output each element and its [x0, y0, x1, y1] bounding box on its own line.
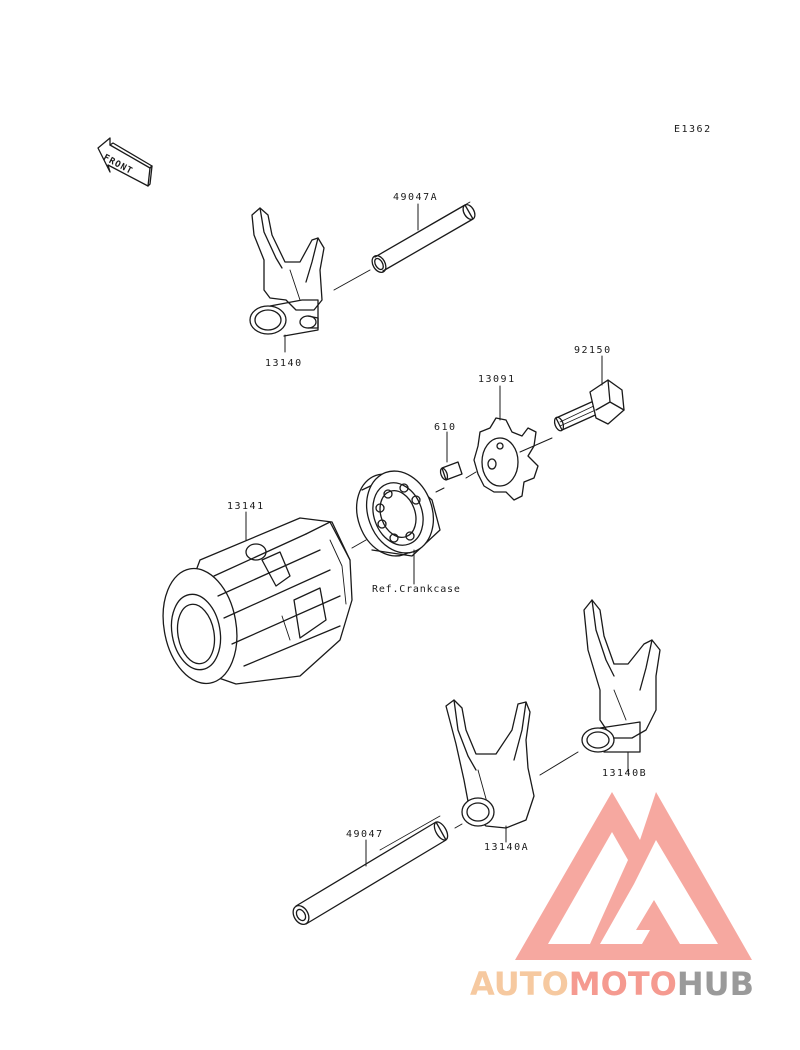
automotohub-logo-icon: [515, 792, 752, 960]
watermark-moto: MOTO: [568, 965, 677, 1003]
pin-610: [439, 461, 463, 481]
part-label-92150: 92150: [574, 345, 612, 356]
bolt-92150: [553, 379, 625, 432]
part-label-13140b: 13140B: [602, 768, 648, 779]
bearing: [356, 470, 441, 557]
watermark-hub: HUB: [676, 965, 755, 1003]
part-label-13091: 13091: [478, 374, 516, 385]
shift-drum-13141: [162, 517, 353, 685]
shift-rod-49047a: [371, 201, 476, 274]
part-label-13141: 13141: [227, 501, 265, 512]
shift-drum-plate-13091: [473, 417, 539, 501]
part-label-13140: 13140: [265, 358, 303, 369]
watermark: AUTOMOTOHUB: [470, 965, 754, 1003]
part-label-ref-crankcase: Ref.Crankcase: [372, 584, 461, 595]
diagram-code: E1362: [674, 124, 712, 135]
part-label-610: 610: [434, 422, 457, 433]
shift-fork-13140a: [445, 699, 535, 829]
shift-fork-13140: [249, 207, 325, 337]
front-arrow-icon: [97, 137, 153, 187]
part-label-13140a: 13140A: [484, 842, 530, 853]
watermark-auto: AUTO: [470, 965, 569, 1003]
leader-lines: [245, 203, 629, 867]
part-label-49047: 49047: [346, 829, 384, 840]
part-label-49047a: 49047A: [393, 192, 439, 203]
shift-fork-13140b: [581, 599, 661, 753]
